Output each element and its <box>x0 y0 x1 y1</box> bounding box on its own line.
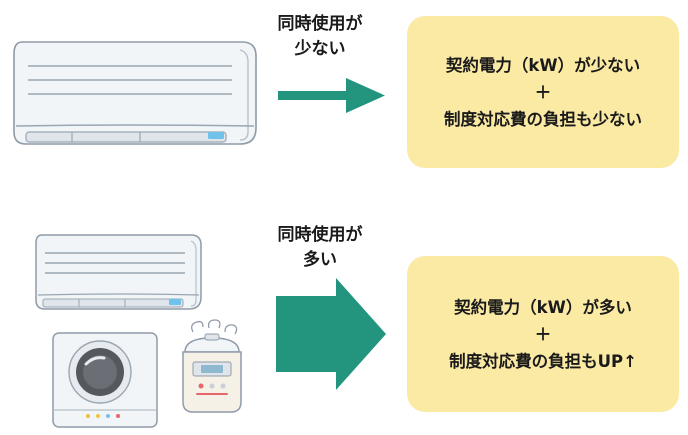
arrow-label-top-line1: 同時使用が <box>277 14 363 34</box>
washing-machine-icon <box>50 330 160 430</box>
arrow-label-top-line2: 少ない <box>294 39 346 59</box>
result-bottom-line2: ＋ <box>534 324 552 344</box>
air-conditioner-icon <box>33 233 205 315</box>
result-box-bottom: 契約電力（kW）が多い ＋ 制度対応費の負担もUP↑ <box>407 256 679 412</box>
arrow-label-top: 同時使用が 少ない <box>265 12 375 62</box>
thick-arrow-icon <box>276 278 388 390</box>
result-bottom-line3: 制度対応費の負担もUP↑ <box>449 351 637 371</box>
result-top-line2: ＋ <box>534 82 552 102</box>
result-top-line1: 契約電力（kW）が少ない <box>445 55 641 75</box>
result-top-line3: 制度対応費の負担も少ない <box>444 109 642 129</box>
thin-arrow-icon <box>278 72 388 122</box>
result-bottom-line1: 契約電力（kW）が多い <box>454 297 632 317</box>
arrow-label-bottom-line1: 同時使用が <box>277 225 363 245</box>
rice-cooker-icon <box>175 318 250 418</box>
air-conditioner-icon <box>10 40 260 150</box>
arrow-label-bottom-line2: 多い <box>303 250 337 270</box>
result-box-top: 契約電力（kW）が少ない ＋ 制度対応費の負担も少ない <box>407 16 679 168</box>
arrow-label-bottom: 同時使用が 多い <box>265 223 375 273</box>
